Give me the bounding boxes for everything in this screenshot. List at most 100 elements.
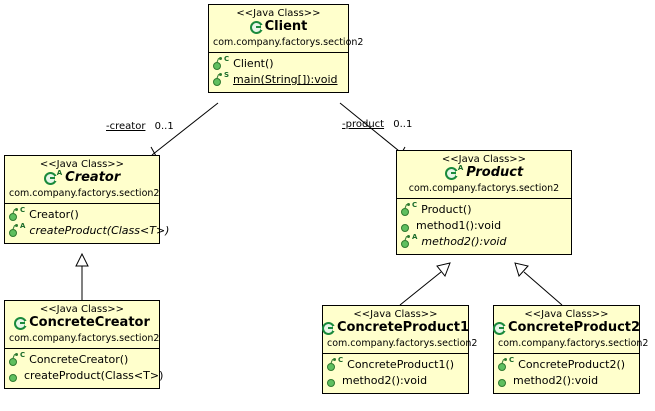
member-label: method2():void (513, 374, 599, 387)
java-class-icon (249, 20, 264, 34)
class-stereotype: <<Java Class>> (236, 8, 321, 19)
class-header-concrete-product-1: <<Java Class>> ConcreteProduct1 com.comp… (321, 306, 478, 354)
class-box-concrete-product-2[interactable]: <<Java Class>> ConcreteProduct2 com.comp… (492, 305, 649, 394)
class-name: ConcreteProduct1 (336, 320, 470, 335)
method-icon (9, 352, 19, 367)
member-row[interactable]: S main(String[]):void (213, 70, 344, 88)
member-row[interactable]: C Creator() (9, 205, 155, 223)
method-icon (213, 72, 223, 87)
java-class-icon (321, 321, 336, 335)
member-modifier-superscript: C (224, 54, 230, 63)
member-modifier-superscript: A (20, 221, 26, 230)
class-stereotype: <<Java Class>> (39, 159, 125, 170)
method-icon (401, 220, 411, 233)
member-row[interactable]: C Client() (213, 54, 344, 72)
member-label: ConcreteCreator() (29, 353, 129, 366)
member-label: Creator() (29, 208, 79, 221)
method-icon (498, 375, 508, 388)
method-icon (401, 202, 411, 217)
method-icon (9, 370, 19, 383)
member-label: Client() (233, 57, 274, 70)
generalization-concreteproduct1-product (399, 262, 451, 306)
class-members-concrete-product-1: C ConcreteProduct1() method2():void (323, 354, 468, 393)
class-name-row: Client (213, 19, 344, 35)
class-name-row: ConcreteProduct1 (321, 320, 469, 336)
class-members-product: C Product() method1():void A method2():v… (397, 199, 571, 254)
class-name: ConcreteCreator (29, 315, 150, 330)
java-abstract-class-icon (43, 171, 58, 185)
class-package: com.company.factorys.section2 (498, 338, 649, 349)
member-label: createProduct(Class<T>) (24, 369, 164, 382)
class-members-concrete-product-2: C ConcreteProduct2() method2():void (494, 354, 639, 393)
member-label: method1():void (416, 219, 502, 232)
member-row[interactable]: C Product() (401, 200, 567, 218)
member-row[interactable]: method1():void (401, 218, 567, 234)
abstract-superscript: A (56, 168, 63, 177)
member-modifier-superscript: C (20, 350, 26, 359)
class-name: ConcreteProduct2 (507, 320, 641, 335)
member-label: method2():void (421, 235, 507, 248)
class-stereotype: <<Java Class>> (524, 309, 609, 320)
method-icon (213, 56, 223, 71)
class-name-row: ConcreteCreator (9, 315, 155, 331)
class-package: com.company.factorys.section2 (213, 37, 364, 48)
class-box-concrete-creator[interactable]: <<Java Class>> ConcreteCreator com.compa… (4, 300, 163, 389)
member-label: ConcreteProduct1() (347, 358, 455, 371)
member-modifier-superscript: C (20, 205, 26, 214)
java-class-icon (492, 321, 507, 335)
member-row[interactable]: createProduct(Class<T>) (9, 368, 163, 384)
association-role-name: -product (342, 119, 385, 130)
class-package: com.company.factorys.section2 (408, 183, 560, 194)
class-package: com.company.factorys.section2 (9, 333, 160, 344)
member-row[interactable]: method2():void (498, 373, 635, 389)
class-stereotype: <<Java Class>> (39, 304, 125, 315)
java-class-icon (14, 316, 29, 330)
class-box-client[interactable]: <<Java Class>> Client com.company.factor… (208, 4, 364, 93)
method-icon (9, 207, 19, 222)
class-members-client: C Client() S main(String[]):void (209, 53, 348, 92)
member-row[interactable]: C ConcreteProduct1() (327, 356, 464, 373)
member-modifier-superscript: C (412, 200, 418, 209)
association-role-name: -creator (106, 121, 146, 132)
class-name-row: A Product (401, 163, 567, 181)
method-icon (498, 357, 508, 372)
class-box-concrete-product-1[interactable]: <<Java Class>> ConcreteProduct1 com.comp… (321, 305, 478, 394)
class-name: Creator (65, 170, 121, 185)
class-members-concrete-creator: C ConcreteCreator() createProduct(Class<… (5, 349, 163, 388)
class-box-product[interactable]: <<Java Class>> A Product com.company.fac… (396, 150, 572, 255)
member-label: ConcreteProduct2() (518, 358, 626, 371)
member-row[interactable]: A method2():void (401, 232, 567, 250)
member-label: createProduct(Class<T>) (29, 224, 170, 237)
association-label-product: -product 0..1 (342, 119, 412, 130)
member-row[interactable]: C ConcreteProduct2() (498, 355, 635, 373)
class-header-creator: <<Java Class>> A Creator com.company.fac… (5, 156, 159, 204)
member-modifier-superscript: C (509, 355, 515, 364)
class-name: Product (466, 165, 524, 180)
association-multiplicity: 0..1 (393, 119, 413, 130)
abstract-superscript: A (457, 163, 464, 172)
member-row[interactable]: A createProduct(Class<T>) (9, 221, 169, 239)
method-icon (401, 234, 411, 249)
class-stereotype: <<Java Class>> (353, 309, 438, 320)
member-row[interactable]: method2():void (327, 373, 464, 389)
class-header-concrete-product-2: <<Java Class>> ConcreteProduct2 com.comp… (492, 306, 649, 354)
class-package: com.company.factorys.section2 (327, 338, 478, 349)
class-header-client: <<Java Class>> Client com.company.factor… (209, 5, 364, 53)
class-package: com.company.factorys.section2 (9, 188, 160, 199)
method-icon (327, 375, 337, 388)
member-modifier-superscript: A (412, 232, 418, 241)
association-label-creator: -creator 0..1 (106, 121, 174, 132)
class-name-row: ConcreteProduct2 (492, 320, 640, 336)
member-label: method2():void (342, 374, 428, 387)
class-box-creator[interactable]: <<Java Class>> A Creator com.company.fac… (4, 155, 169, 244)
class-header-concrete-creator: <<Java Class>> ConcreteCreator com.compa… (5, 301, 159, 349)
member-modifier-superscript: S (224, 70, 230, 79)
member-row[interactable]: C ConcreteCreator() (9, 350, 155, 368)
class-name-row: A Creator (9, 168, 155, 186)
association-multiplicity: 0..1 (154, 121, 174, 132)
class-name: Client (264, 19, 308, 34)
generalization-concreteproduct2-product (514, 262, 563, 306)
class-stereotype: <<Java Class>> (441, 154, 527, 165)
method-icon (327, 357, 337, 372)
